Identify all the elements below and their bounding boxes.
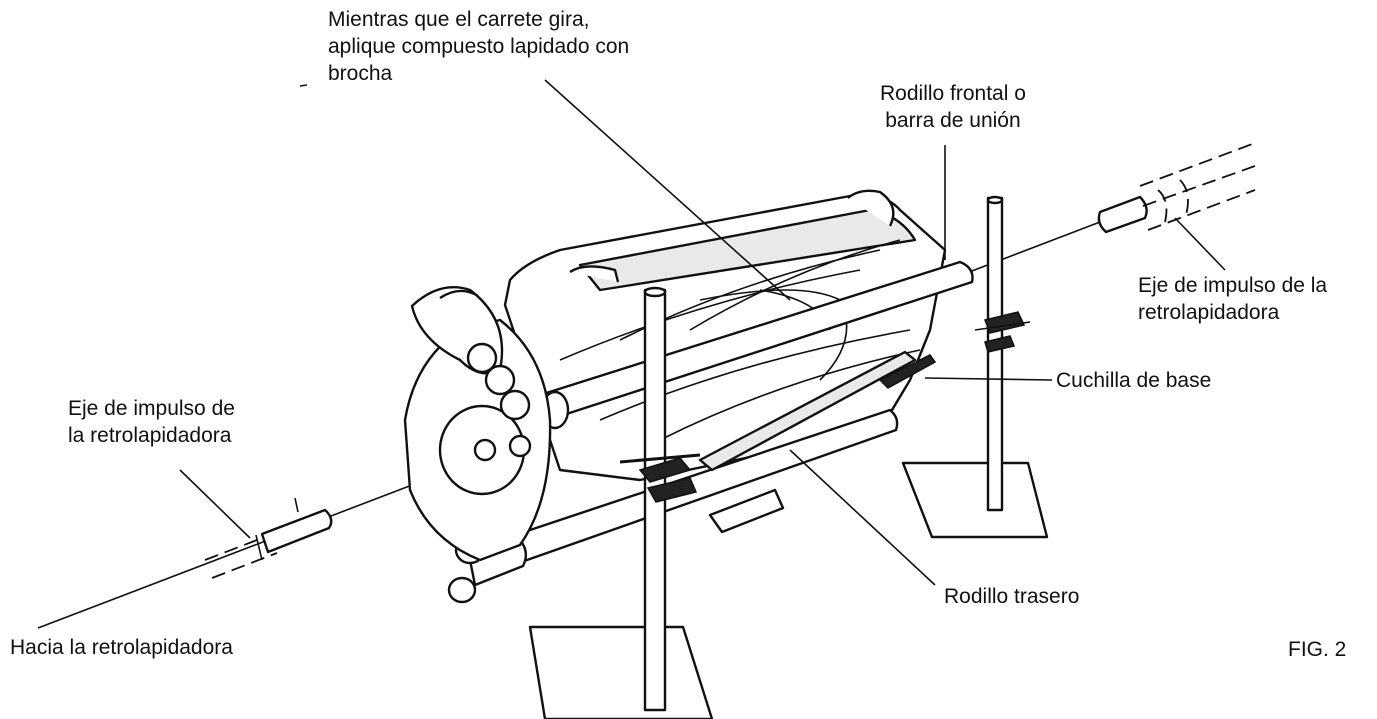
right-shaft-coupling xyxy=(1097,142,1256,234)
label-bed-knife: Cuchilla de base xyxy=(1056,369,1212,392)
label-drive-shaft-left: Eje de impulso de la retrolapidadora xyxy=(68,397,235,447)
leader-apply-compound xyxy=(544,79,791,301)
leader-drive-shaft-right xyxy=(1174,217,1226,271)
left-shaft-coupling xyxy=(204,497,333,579)
left-stand xyxy=(528,286,714,719)
leader-rear-roller xyxy=(789,449,936,586)
label-front-roller: Rodillo frontal o barra de unión xyxy=(880,82,1026,132)
reel-side-plate xyxy=(403,286,552,562)
label-to-backlapper: Hacia la retrolapidadora xyxy=(10,636,233,659)
leader-drive-shaft-left xyxy=(179,469,251,539)
reel-assembly xyxy=(447,189,974,604)
label-drive-shaft-right: Eje de impulso de la retrolapidadora xyxy=(1138,274,1328,324)
leader-bed-knife xyxy=(924,377,1053,381)
right-stand xyxy=(901,195,1049,539)
label-apply-compound: Mientras que el carrete gira, aplique co… xyxy=(328,8,630,85)
label-rear-roller: Rodillo trasero xyxy=(944,585,1080,608)
figure-number: FIG. 2 xyxy=(1288,638,1347,661)
stray-mark xyxy=(299,84,308,87)
